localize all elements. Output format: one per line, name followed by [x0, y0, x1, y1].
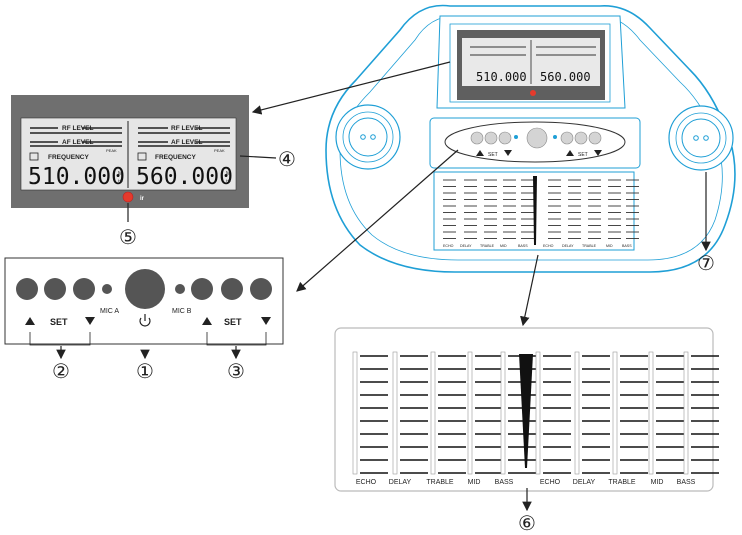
- eq-label-left: ECHO: [356, 479, 377, 486]
- unit-m-b: M: [226, 171, 230, 177]
- eq-slider-track: [467, 351, 473, 475]
- eq-slider-track: [430, 351, 436, 475]
- eq-slider-track: [574, 351, 580, 475]
- small-eq-label: ECHO: [543, 244, 554, 248]
- main-device: 510.000 560.000 SET SET ECH: [325, 4, 736, 273]
- rf-level-label-a: RF LEVEL: [62, 125, 93, 132]
- small-eq-label: MID: [500, 244, 507, 248]
- button-a1[interactable]: [16, 278, 38, 300]
- small-eq-label: DELAY: [460, 244, 472, 248]
- control-detail: MIC A MIC B SET SET: [4, 257, 284, 346]
- down-arrow-icon-b[interactable]: [261, 317, 271, 325]
- small-control-panel: SET SET: [429, 117, 641, 169]
- eq-label-left: BASS: [495, 479, 514, 486]
- button-b2[interactable]: [221, 278, 243, 300]
- callout-6: ⑥: [518, 513, 536, 535]
- callout-7: ⑦: [697, 253, 715, 275]
- unit-hz-b: Hz: [226, 178, 231, 183]
- frequency-label-a: FREQUENCY: [48, 154, 89, 161]
- small-eq-label: TRABLE: [582, 244, 597, 248]
- callout-3: ③: [227, 361, 245, 383]
- eq-slider-track: [392, 351, 398, 475]
- small-set-a: SET: [488, 152, 498, 158]
- rf-level-label-b: RF LEVEL: [171, 125, 202, 132]
- freq-a-readout: 510.000: [28, 164, 125, 190]
- peak-label-b: PEAK: [214, 148, 225, 153]
- down-arrow-icon-a[interactable]: [85, 317, 95, 325]
- button-a3[interactable]: [73, 278, 95, 300]
- eq-label-right: TRABLE: [608, 479, 636, 486]
- eq-slider-track: [683, 351, 689, 475]
- ir-led: [122, 191, 134, 203]
- up-arrow-icon-a[interactable]: [25, 317, 35, 325]
- small-freq-b: 560.000: [540, 70, 591, 84]
- small-eq: ECHO DELAY TRABLE MID BASS ECHO DELAY TRABLE MID…: [433, 171, 639, 251]
- small-eq-label: BASS: [518, 244, 528, 248]
- frequency-label-b: FREQUENCY: [155, 154, 196, 161]
- mic-b-label: MIC B: [172, 308, 192, 315]
- small-ir-led: [530, 90, 536, 96]
- callout-1: ①: [136, 361, 154, 383]
- eq-label-right: MID: [651, 479, 664, 486]
- button-b1[interactable]: [191, 278, 213, 300]
- callout-5: ⑤: [119, 227, 137, 249]
- button-a2[interactable]: [44, 278, 66, 300]
- eq-slider-track: [535, 351, 541, 475]
- eq-slider-track: [648, 351, 654, 475]
- small-freq-a: 510.000: [476, 70, 527, 84]
- callout-numbers: ① ② ③ ④ ⑤ ⑥ ⑦: [52, 149, 715, 535]
- callout-arrows: [56, 61, 711, 512]
- eq-label-right: ECHO: [540, 479, 561, 486]
- ir-label: ir: [140, 196, 145, 202]
- eq-label-left: DELAY: [389, 479, 412, 486]
- eq-slider-track: [612, 351, 618, 475]
- small-eq-label: TRABLE: [480, 244, 495, 248]
- small-eq-label: BASS: [622, 244, 632, 248]
- eq-label-right: DELAY: [573, 479, 596, 486]
- main-knob[interactable]: [125, 269, 165, 309]
- power-icon[interactable]: [139, 314, 151, 327]
- small-eq-label: ECHO: [443, 244, 454, 248]
- small-set-b: SET: [578, 152, 588, 158]
- callout-2: ②: [52, 361, 70, 383]
- set-a-label[interactable]: SET: [50, 317, 68, 327]
- mic-b-indicator: [175, 284, 185, 294]
- eq-label-right: BASS: [677, 479, 696, 486]
- eq-center-marker: [519, 354, 533, 468]
- set-b-label[interactable]: SET: [224, 317, 242, 327]
- af-level-label-b: AF LEVEL: [171, 139, 202, 146]
- mic-a-label: MIC A: [100, 308, 119, 315]
- channel-icon-a: [29, 152, 39, 161]
- peak-label-a: PEAK: [106, 148, 117, 153]
- callout-4: ④: [278, 149, 296, 171]
- mic-a-indicator: [102, 284, 112, 294]
- unit-hz-a: Hz: [118, 178, 123, 183]
- af-level-label-a: AF LEVEL: [62, 139, 93, 146]
- eq-detail: ECHO DELAY TRABLE MID BASS ECHO DELAY TRABLE MID…: [334, 327, 719, 492]
- eq-label-left: MID: [468, 479, 481, 486]
- small-lcd: 510.000 560.000: [457, 30, 605, 100]
- display-detail: RF LEVEL RF LEVEL AF LEVEL AF LEVEL PEAK…: [11, 95, 249, 208]
- channel-icon-b: [137, 152, 147, 161]
- up-arrow-icon-b[interactable]: [202, 317, 212, 325]
- small-eq-label: MID: [606, 244, 613, 248]
- small-eq-label: DELAY: [562, 244, 574, 248]
- button-b3[interactable]: [250, 278, 272, 300]
- eq-slider-track: [352, 351, 358, 475]
- left-speaker-knob: [335, 104, 401, 170]
- eq-label-left: TRABLE: [426, 479, 454, 486]
- unit-m-a: M: [118, 171, 122, 177]
- right-speaker-knob: [668, 105, 734, 171]
- eq-slider-track: [500, 351, 506, 475]
- freq-b-readout: 560.000: [136, 164, 233, 190]
